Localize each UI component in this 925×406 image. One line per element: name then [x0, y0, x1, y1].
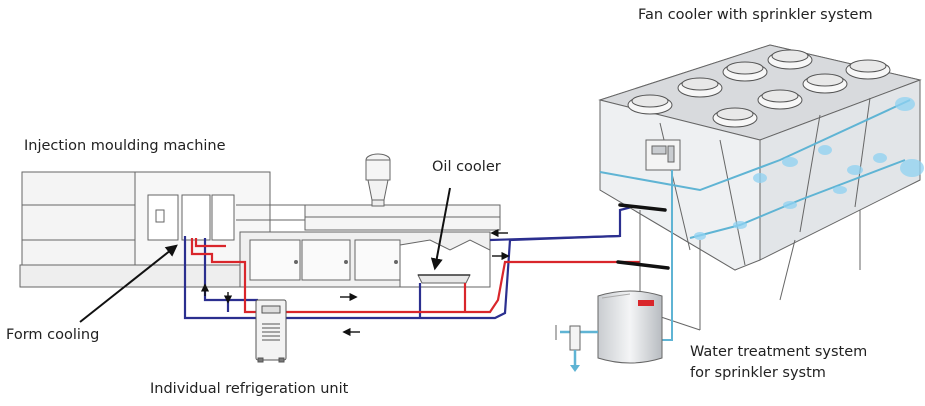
- form-cooling-pointer: [79, 244, 178, 323]
- label-pointers: [79, 187, 451, 323]
- cooler-leg: [779, 239, 796, 301]
- refrigeration-unit-label: Individual refrigeration unit: [150, 381, 349, 397]
- cabinet-door-2: [301, 239, 351, 281]
- cooler-connections: [616, 203, 670, 270]
- water-treatment-system: [555, 290, 663, 372]
- fan: [757, 89, 803, 110]
- injection-machine-label: Injection moulding machine: [24, 138, 226, 154]
- fan: [712, 107, 758, 128]
- mould-plate-3: [211, 194, 235, 241]
- fan: [627, 94, 673, 115]
- cooler-control-panel: [645, 139, 681, 171]
- injection-moulding-machine: [19, 153, 501, 288]
- form-cooling-label: Form cooling: [6, 327, 100, 343]
- water-treatment-label-line2: for sprinkler systm: [690, 365, 826, 381]
- fan: [767, 49, 813, 70]
- water-treatment-label-line1: Water treatment system: [690, 344, 868, 360]
- hopper: [367, 179, 389, 201]
- sprinkler-spray: [694, 97, 924, 240]
- water-treatment-tank: [597, 290, 663, 364]
- fan-cooler-label: Fan cooler with sprinkler system: [638, 7, 873, 23]
- fan: [677, 77, 723, 98]
- fan-cooler: [598, 44, 922, 331]
- cold-water-pipes: [183, 203, 641, 320]
- water-treatment-label-badge: [638, 300, 654, 306]
- cabinet-door-1: [249, 239, 301, 281]
- flow-arrows: [200, 228, 510, 337]
- fan: [802, 73, 848, 94]
- fan: [722, 61, 768, 82]
- mould-plate-2: [181, 194, 211, 241]
- refrigeration-unit-display: [261, 305, 281, 314]
- cabinet-door-3: [354, 239, 401, 281]
- water-filter: [569, 325, 581, 351]
- cooler-fans: [627, 49, 891, 128]
- fan: [845, 59, 891, 80]
- hot-water-pipes: [190, 238, 640, 314]
- oil-cooler-label: Oil cooler: [432, 159, 501, 175]
- oil-cooler-unit: [417, 274, 471, 284]
- oil-cooler-pointer: [430, 187, 451, 271]
- machine-base-left: [19, 264, 271, 288]
- refrigeration-unit: [255, 299, 287, 363]
- clamp-unit-left: [21, 171, 143, 268]
